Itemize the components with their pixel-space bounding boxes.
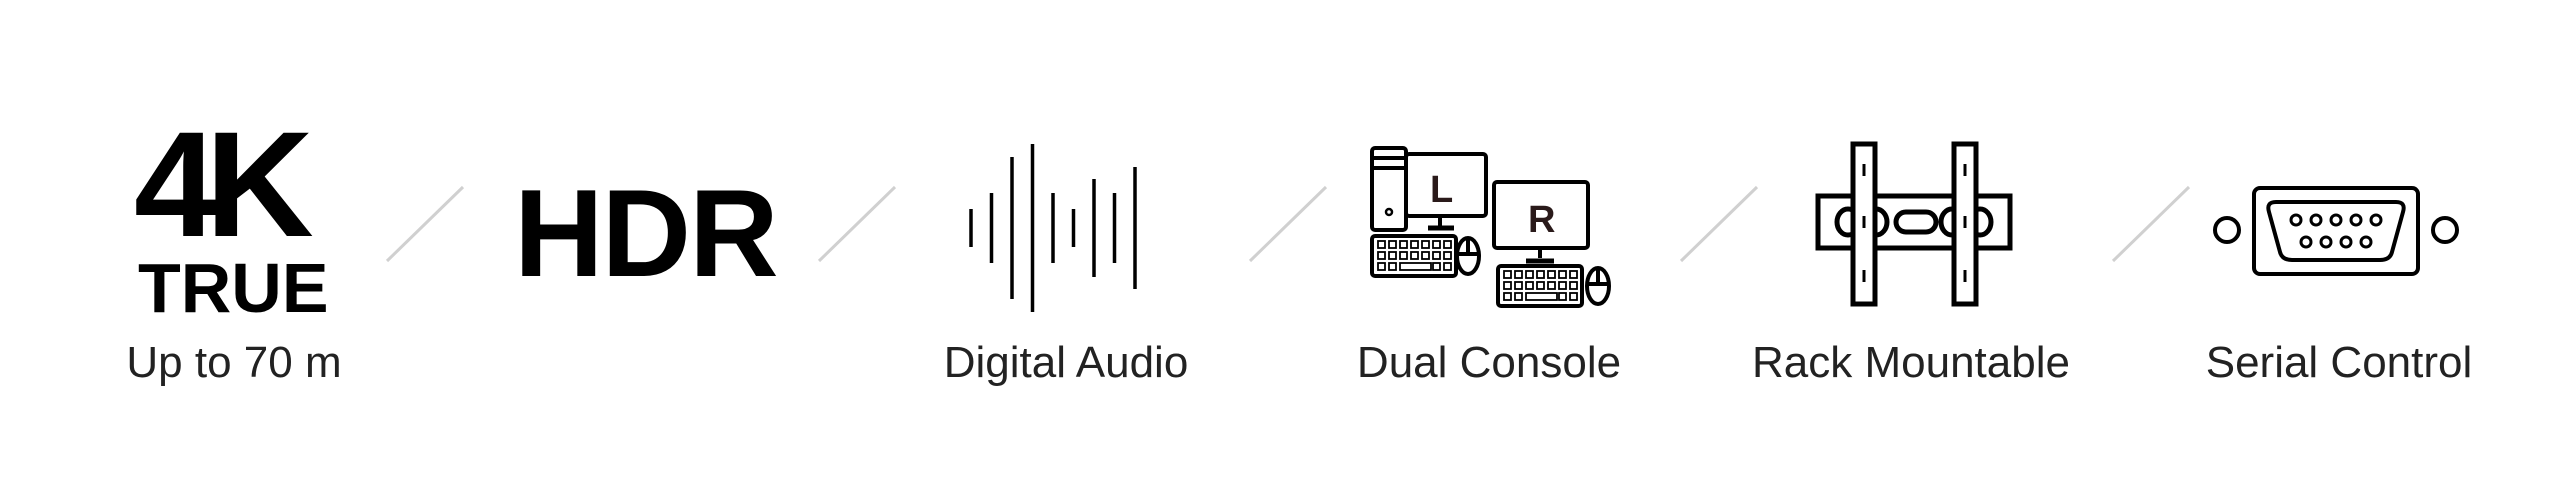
keyboard-key <box>1432 251 1441 260</box>
pin <box>2369 213 2383 227</box>
keyboard-key <box>1388 240 1397 249</box>
keyboard-key <box>1547 281 1556 290</box>
keyboard-key <box>1569 292 1578 301</box>
keyboard-key <box>1388 262 1397 271</box>
rack-mount-bracket-icon <box>1815 141 2013 307</box>
4k-logo-text: 4K <box>134 100 314 268</box>
keyboard-key <box>1558 292 1567 301</box>
keyboard-key <box>1503 270 1512 279</box>
db9-serial-port-icon <box>2213 186 2459 276</box>
divider <box>385 185 465 263</box>
keyboard-key <box>1432 240 1441 249</box>
keyboard-key <box>1558 281 1567 290</box>
keyboard-key <box>1399 251 1408 260</box>
keyboard-key <box>1547 270 1556 279</box>
keyboard-key <box>1569 281 1578 290</box>
keyboard-key <box>1377 262 1386 271</box>
keyboard-key <box>1514 292 1523 301</box>
pin <box>2349 213 2363 227</box>
divider <box>817 185 897 263</box>
feature-label: Serial Control <box>2205 338 2473 387</box>
feature-label: Digital Audio <box>943 338 1189 387</box>
keyboard-key <box>1558 270 1567 279</box>
keyboard-key <box>1525 281 1534 290</box>
sound-wave-icon <box>969 144 1137 312</box>
keyboard-key <box>1399 262 1432 271</box>
keyboard-key <box>1443 240 1452 249</box>
keyboard-key <box>1525 270 1534 279</box>
keyboard-key <box>1377 251 1386 260</box>
feature-label: Dual Console <box>1356 338 1622 387</box>
pin <box>2339 235 2353 249</box>
keyboard-key <box>1514 281 1523 290</box>
pin <box>2319 235 2333 249</box>
keyboard-key <box>1399 240 1408 249</box>
keyboard-key <box>1421 240 1430 249</box>
hdr-logo-text: HDR <box>514 165 779 303</box>
keyboard-key <box>1525 292 1558 301</box>
keyboard-key <box>1432 262 1441 271</box>
keyboard-key <box>1569 270 1578 279</box>
feature-label: Rack Mountable <box>1752 338 2070 387</box>
keyboard-key <box>1410 251 1419 260</box>
pin <box>2309 213 2323 227</box>
pin <box>2299 235 2313 249</box>
keyboard-key <box>1443 262 1452 271</box>
dual-console-icon: L R <box>1370 146 1611 308</box>
screen-label-left: L <box>1430 169 1453 211</box>
pin <box>2359 235 2373 249</box>
screen-label-right: R <box>1528 199 1555 241</box>
divider <box>2111 185 2191 263</box>
keyboard-key <box>1377 240 1386 249</box>
keyboard-key <box>1536 270 1545 279</box>
keyboard-key <box>1503 292 1512 301</box>
keyboard-key <box>1536 281 1545 290</box>
pin <box>2289 213 2303 227</box>
keyboard-key <box>1503 281 1512 290</box>
divider <box>1248 185 1328 263</box>
pin <box>2329 213 2343 227</box>
keyboard-key <box>1410 240 1419 249</box>
keyboard-key <box>1421 251 1430 260</box>
divider <box>1679 185 1759 263</box>
keyboard-key <box>1443 251 1452 260</box>
true-logo-text: TRUE <box>138 249 329 327</box>
keyboard-key <box>1388 251 1397 260</box>
keyboard-key <box>1514 270 1523 279</box>
feature-label: Up to 70 m <box>126 338 342 387</box>
